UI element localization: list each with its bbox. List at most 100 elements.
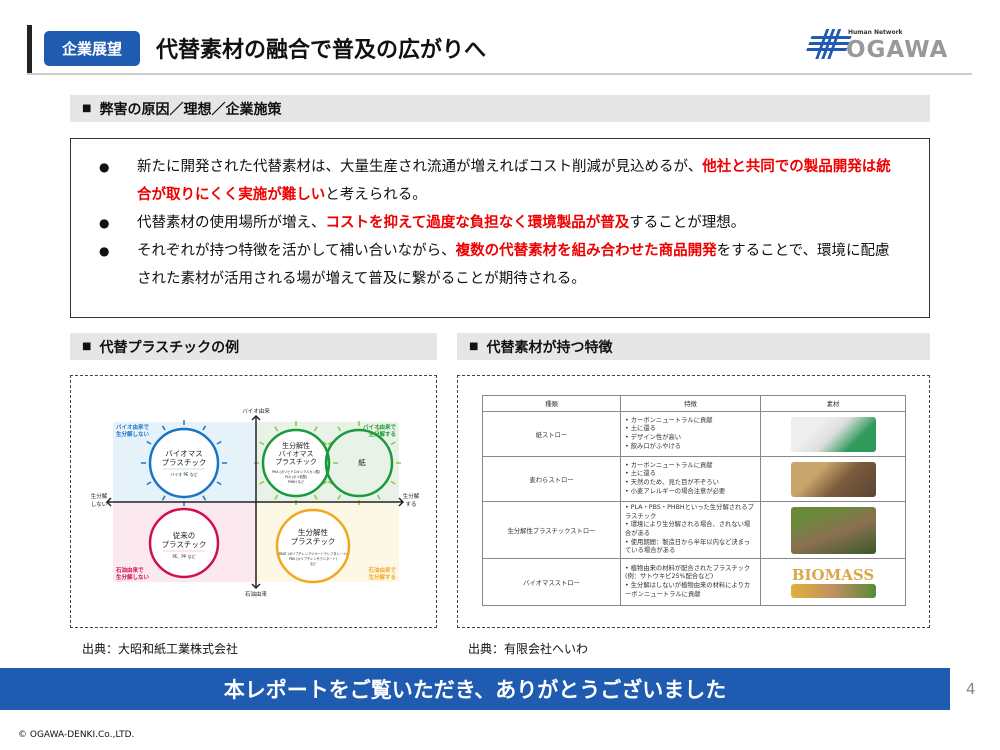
conventional-title-2: プラスチック [162,540,207,549]
page-title: 代替素材の融合で普及の広がりへ [156,38,487,63]
axis-label-biodegradable: 生分解 [403,492,420,500]
bullet-text: それぞれが持つ特徴を活かして補い合いながら、複数の代替素材を組み合わせた商品開発… [137,237,899,293]
source-note-left: 出典：大昭和紙工業株式会社 [82,642,239,656]
text-run: 代替素材の使用場所が増え、 [137,215,326,231]
ray-mark [390,480,396,485]
bullet-item: ● 代替素材の使用場所が増え、コストを抑えて過度な負担なく環境製品が普及することが… [99,209,899,237]
bullet-text: 新たに開発された代替素材は、大量生産され流通が増えればコスト削減が見込めるが、他… [137,153,899,209]
page-number: 4 [966,680,976,698]
feature-item: 環境により生分解される場合、されない場合がある [625,521,756,538]
conventional-title: 従来の [173,530,196,540]
table-row: バイオマスストロー植物由来の材料が配合されたプラスチック(例：サトウキビ25%配… [482,558,906,606]
axis-label-biodegradable-2: する [405,501,416,508]
emphasis-text: 他社と共同での製品開発は統合が取りにくく実施が難しい [137,159,891,203]
straw-type: 紙ストロー [482,411,621,457]
emphasis-text: コストを抑えて過度な負担なく環境製品が普及 [325,215,630,231]
feature-item: デザイン性が高い [625,434,756,443]
bio-biomass-example-3: PHBH など [288,479,305,484]
ray-mark [259,441,265,446]
ray-mark [161,425,166,431]
logo-text: OGAWA [846,37,948,63]
material-image-cell [760,501,906,559]
ray-mark [337,426,342,432]
compost-image [790,506,876,554]
emphasis-text: 複数の代替素材を組み合わせた商品開発 [455,243,717,259]
ray-mark [161,495,166,501]
text-run: それぞれが持つ特徴を活かして補い合いながら、 [137,243,456,259]
bio-plastic-title-2: プラスチック [291,537,336,546]
ray-mark [376,494,381,500]
paper-straws-image [790,416,876,452]
copyright: © OGAWA-DENKI.Co.,LTD. [18,730,135,740]
quadrant-label-br: 石油由来で [367,566,396,574]
thank-you-banner: 本レポートをご覧いただき、ありがとうございました [0,668,950,710]
table-row: 紙ストローカーボンニュートラルに貢献土に還るデザイン性が高い飲み口がふやける [482,411,906,457]
ray-mark [259,480,265,485]
feature-item: 小麦アレルギーの場合注意が必要 [625,488,756,497]
feature-item: 土に還る [625,470,756,479]
material-image-cell: BIOMASS [760,558,906,606]
source-note-right: 出典：有限会社へいわ [468,642,589,656]
biomass-logo-text: BIOMASS [791,566,875,584]
text-run: と考えられる。 [325,187,427,203]
bio-biomass-title: 生分解性 [282,441,310,450]
bullet-icon: ● [99,216,110,230]
axis-label-bio: バイオ由来 [242,407,270,415]
table-row: 麦わらストローカーボンニュートラルに貢献土に還る天然のため、見た目が不ぞろい小麦… [482,456,906,502]
bio-biomass-example-1: PHA (ポリヒドロキシアルカン酸) [272,469,320,474]
feature-item: 飲み口がふやける [625,443,756,452]
features-cell: カーボンニュートラルに貢献土に還るデザイン性が高い飲み口がふやける [620,411,761,457]
feature-item: 土に還る [625,425,756,434]
ray-mark [390,441,396,446]
feature-item: PLA・PBS・PHBHといった生分解されるプラスチック [625,504,756,521]
ray-mark [313,494,318,500]
section-title: 弊害の原因／理想／企業施策 [99,101,282,118]
bullet-item: ● それぞれが持つ特徴を活かして補い合いながら、複数の代替素材を組み合わせた商品開… [99,237,899,293]
section-header-plastic-examples: ■代替プラスチックの例 [70,333,437,360]
axis-label-non-biodegradable-2: しない [91,501,108,508]
feature-item: 植物由来の材料が配合されたプラスチック(例：サトウキビ25%配合など) [625,565,756,582]
bio-biomass-title-2: バイオマス [279,450,314,458]
material-image-cell [760,411,906,457]
header-accent-bar [27,25,32,75]
ray-mark [202,425,207,431]
bullet-text: 代替素材の使用場所が増え、コストを抑えて過度な負担なく環境製品が普及することが理… [137,209,745,237]
quadrant-label-tr: バイオ由来で [363,423,397,431]
ray-mark [146,440,152,445]
bullet-icon: ● [99,160,110,174]
ray-mark [202,495,207,501]
paper-title: 紙 [358,457,366,467]
quadrant-label-bl-2: 生分解しない [116,573,150,581]
straw-type: 生分解性プラスチックストロー [482,501,621,559]
summary-box: ● 新たに開発された代替素材は、大量生産され流通が増えればコスト削減が見込めるが、… [70,138,930,318]
bio-plastic-title: 生分解性 [298,527,328,537]
ray-mark [146,481,152,486]
plastic-diagram-frame: バイオ由来 石油由来 生分解 しない 生分解 する バイオ由来で 生分解しない … [70,375,437,628]
bullet-icon: ● [99,244,110,258]
conventional-examples: PE、PP など [172,553,195,559]
features-cell: 植物由来の材料が配合されたプラスチック(例：サトウキビ25%配合など)生分解はし… [620,558,761,606]
header-divider [27,73,972,75]
section-header-material-features: ■代替素材が持つ特徴 [457,333,930,360]
axis-label-non-biodegradable: 生分解 [91,492,108,500]
biomass-title-2: プラスチック [162,458,207,467]
text-run: することが理想。 [629,215,746,231]
quadrant-label-tl: バイオ由来で [116,423,150,431]
ogawa-logo: Human Network OGAWA [806,29,948,63]
ray-mark [274,494,279,500]
quadrant-label-tr-2: 生分解する [368,430,396,438]
bullet-item: ● 新たに開発された代替素材は、大量生産され流通が増えればコスト削減が見込めるが、… [99,153,899,209]
straw-type: 麦わらストロー [482,456,621,502]
ray-mark [376,426,381,432]
section-title: 代替素材が持つ特徴 [486,339,613,356]
section-title: 代替プラスチックの例 [99,339,240,356]
quadrant-label-bl: 石油由来で [115,566,144,574]
ray-mark [337,494,342,500]
axis-label-petroleum: 石油由来 [245,590,268,598]
text-run: 新たに開発された代替素材は、大量生産され流通が増えればコスト削減が見込めるが、 [137,159,703,175]
feature-item: 生分解はしないが植物由来の材料によりカーボンニュートラルに貢献 [625,582,756,599]
features-cell: カーボンニュートラルに貢献土に還る天然のため、見た目が不ぞろい小麦アレルギーの場… [620,456,761,502]
category-badge: 企業展望 [44,31,140,66]
logo-subtitle: Human Network [848,29,904,36]
bio-plastic-example-2: PBS (ポリブチレンサクシネート) [289,556,337,561]
